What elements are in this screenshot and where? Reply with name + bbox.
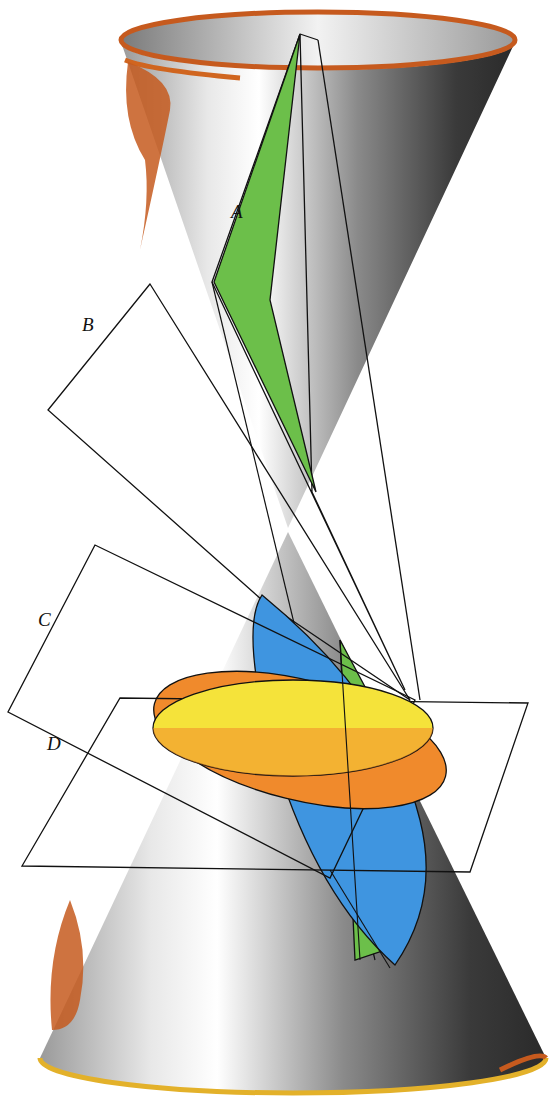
paint-patch [50, 900, 83, 1030]
circle-section [153, 680, 433, 776]
plane-label: D [45, 733, 63, 754]
lower-nappe [40, 532, 546, 1093]
hyperbola-section [214, 34, 316, 492]
ellipse-overlap [153, 728, 433, 776]
paint-patch [126, 62, 170, 250]
ellipse-section [140, 645, 460, 834]
plane-label: C [36, 609, 53, 630]
plane-outline [212, 34, 405, 690]
plane-outline [48, 284, 410, 700]
plane-label: A [229, 201, 245, 222]
plane-label: B [80, 314, 96, 335]
upper-nappe [121, 42, 515, 528]
lower-rim [40, 1058, 546, 1093]
rim-paint [500, 1056, 546, 1070]
